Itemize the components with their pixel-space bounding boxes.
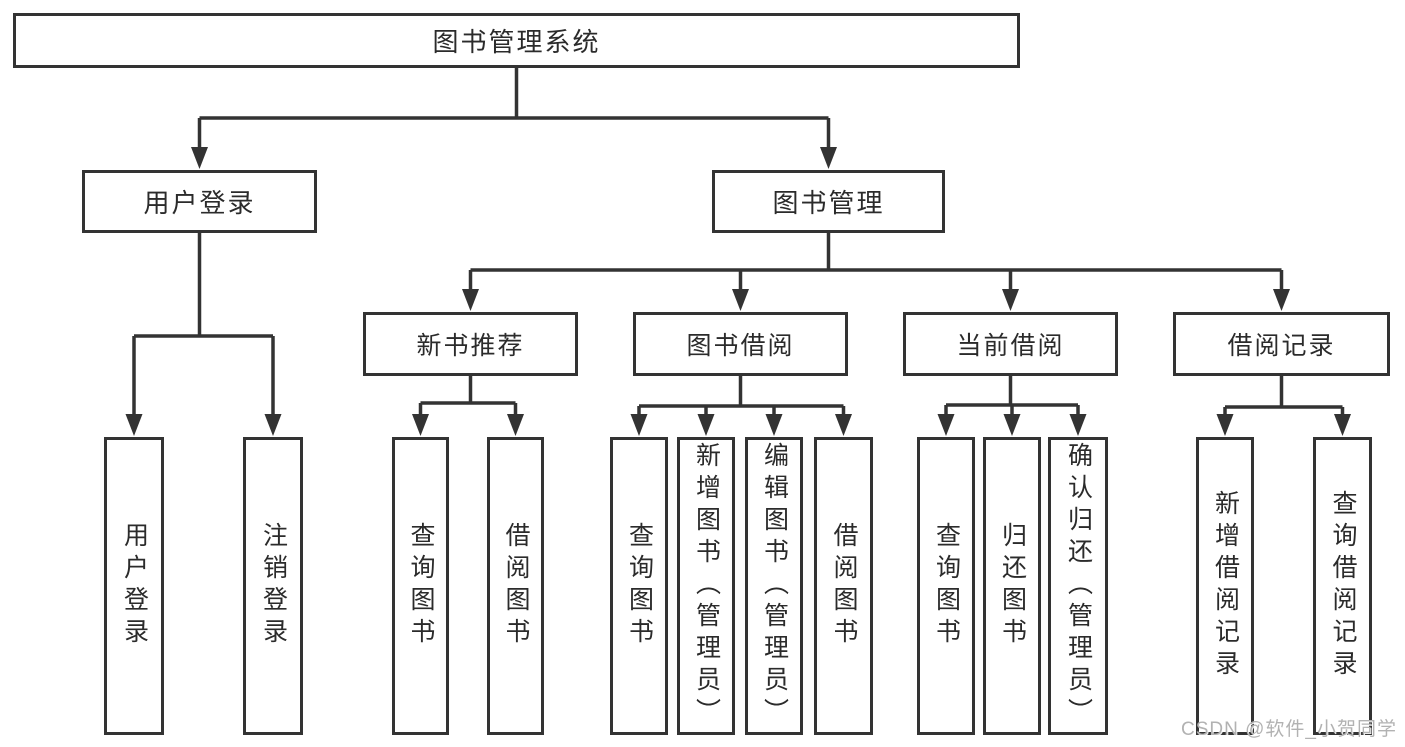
- borrow-add-books-admin-node: 新增图书（管理员）: [677, 437, 735, 735]
- current-query-books-label: 查询图书: [932, 522, 961, 650]
- current-confirm-return-admin-node: 确认归还（管理员）: [1048, 437, 1108, 735]
- record-query-borrow-record-label: 查询借阅记录: [1329, 490, 1357, 682]
- current-borrowing-label: 当前借阅: [956, 332, 1065, 360]
- recommend-borrow-books-label: 借阅图书: [502, 522, 530, 650]
- record-add-borrow-record-node: 新增借阅记录: [1196, 437, 1254, 735]
- current-borrowing-node: 当前借阅: [903, 312, 1118, 376]
- book-management-branch-label: 图书管理: [772, 188, 885, 218]
- borrow-query-books-label: 查询图书: [625, 522, 654, 650]
- book-management-system-label: 图书管理系统: [432, 27, 601, 57]
- logout-label: 注销登录: [259, 522, 288, 650]
- recommend-query-books-node: 查询图书: [392, 437, 449, 735]
- borrow-borrow-books-label: 借阅图书: [830, 522, 858, 650]
- logout-node: 注销登录: [243, 437, 303, 735]
- recommend-query-books-label: 查询图书: [407, 522, 435, 650]
- borrowing-records-node: 借阅记录: [1173, 312, 1390, 376]
- user-login-branch-node: 用户登录: [82, 170, 317, 233]
- new-book-recommendation-node: 新书推荐: [363, 312, 578, 376]
- recommend-borrow-books-node: 借阅图书: [487, 437, 544, 735]
- user-login-node: 用户登录: [104, 437, 164, 735]
- current-confirm-return-admin-label: 确认归还（管理员）: [1064, 442, 1093, 730]
- borrow-edit-books-admin-label: 编辑图书（管理员）: [760, 442, 789, 730]
- borrow-borrow-books-node: 借阅图书: [814, 437, 873, 735]
- book-management-system-node: 图书管理系统: [13, 13, 1020, 68]
- borrow-add-books-admin-label: 新增图书（管理员）: [692, 442, 721, 730]
- record-query-borrow-record-node: 查询借阅记录: [1313, 437, 1372, 735]
- current-return-books-label: 归还图书: [998, 522, 1027, 650]
- book-borrowing-label: 图书借阅: [686, 332, 795, 360]
- record-add-borrow-record-label: 新增借阅记录: [1211, 490, 1240, 682]
- arrowheads: [125, 147, 1351, 436]
- current-query-books-node: 查询图书: [917, 437, 975, 735]
- book-borrowing-node: 图书借阅: [633, 312, 848, 376]
- book-management-branch-node: 图书管理: [712, 170, 945, 233]
- borrow-query-books-node: 查询图书: [610, 437, 668, 735]
- connector-lines: [132, 68, 1345, 415]
- new-book-recommendation-label: 新书推荐: [416, 332, 525, 360]
- user-login-label: 用户登录: [120, 522, 149, 650]
- user-login-branch-label: 用户登录: [143, 188, 256, 218]
- current-return-books-node: 归还图书: [983, 437, 1041, 735]
- csdn-watermark: CSDN @软件_小贺同学: [1181, 719, 1397, 740]
- borrow-edit-books-admin-node: 编辑图书（管理员）: [745, 437, 803, 735]
- borrowing-records-label: 借阅记录: [1227, 332, 1336, 360]
